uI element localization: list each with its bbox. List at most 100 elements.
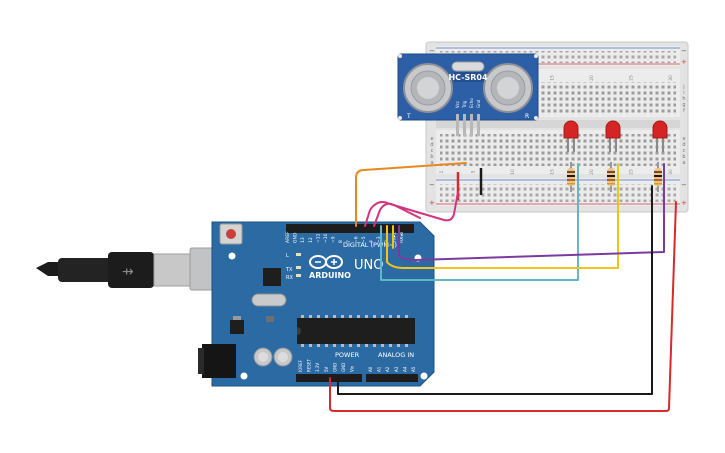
wire-yellow[interactable] xyxy=(386,163,619,269)
row-letter: e xyxy=(682,136,685,142)
column-number: 5 xyxy=(471,170,477,173)
analog-pin-label: A0 xyxy=(368,366,373,372)
chip-pin xyxy=(365,315,368,318)
status-led-label: L xyxy=(286,253,289,259)
led-1[interactable] xyxy=(563,120,579,152)
chip-pin xyxy=(397,315,400,318)
chip-pin xyxy=(341,344,344,347)
chip-pin xyxy=(357,315,360,318)
chip-pin xyxy=(381,315,384,318)
column-number: 30 xyxy=(668,75,674,81)
wire-purple[interactable] xyxy=(398,163,665,261)
analog-pin-label: A5 xyxy=(411,366,416,372)
digital-pin-label: ~10 xyxy=(323,233,329,243)
digital-pin-label: ~11 xyxy=(315,233,321,243)
reset-button[interactable] xyxy=(219,223,243,245)
transmitter-transducer xyxy=(403,63,453,113)
chip-pin xyxy=(389,315,392,318)
svg-text:+: + xyxy=(681,199,687,207)
chip-pin xyxy=(349,344,352,347)
chip-pin xyxy=(317,315,320,318)
voltage-regulator xyxy=(230,320,244,334)
arduino-brand-label: ARDUINO xyxy=(309,271,351,280)
arduino-logo xyxy=(309,255,343,269)
chip-pin xyxy=(373,344,376,347)
capacitor-2 xyxy=(273,347,293,367)
chip-pin xyxy=(325,315,328,318)
chip-pin xyxy=(397,344,400,347)
receiver-transducer xyxy=(483,63,533,113)
resistor-3[interactable] xyxy=(654,162,662,192)
chip-pin xyxy=(381,344,384,347)
chip-pin xyxy=(309,344,312,347)
digital-pin-label: TX▸1 xyxy=(391,232,397,244)
led-3[interactable] xyxy=(652,120,668,152)
column-number: 1 xyxy=(439,170,445,173)
digital-pin-label: 13 xyxy=(300,237,306,243)
digital-header-label: DIGITAL (PWM~) xyxy=(343,241,397,249)
wire-cyan[interactable] xyxy=(380,163,579,281)
usb-cable[interactable]: ⇸ xyxy=(36,247,241,291)
analog-header-label: ANALOG IN xyxy=(378,351,414,359)
analog-pin-label: A3 xyxy=(394,366,399,372)
column-number: 20 xyxy=(589,75,595,81)
sensor-pin-label: Echo xyxy=(469,98,474,108)
wire-orange[interactable] xyxy=(355,162,467,227)
analog-pin-label: A4 xyxy=(402,366,407,372)
digital-header[interactable] xyxy=(286,224,414,233)
resistor-1[interactable] xyxy=(567,162,575,192)
chip-pin xyxy=(365,344,368,347)
chip-pin xyxy=(405,315,408,318)
crystal-oscillator xyxy=(451,61,485,72)
column-number: 30 xyxy=(668,169,674,175)
sensor-pins[interactable] xyxy=(456,114,480,136)
chip-pin xyxy=(405,344,408,347)
chip-pin xyxy=(373,315,376,318)
dc-power-jack[interactable] xyxy=(202,344,236,378)
wire-black[interactable] xyxy=(337,185,653,395)
capacitor-1 xyxy=(253,347,273,367)
sensor-pin-label: Gnd xyxy=(476,99,481,108)
led-2[interactable] xyxy=(605,120,621,152)
svg-text:+: + xyxy=(681,58,687,66)
power-pin-label: GND xyxy=(332,363,337,372)
wire-pink[interactable] xyxy=(364,191,459,227)
digital-pin-label: ~9 xyxy=(331,236,337,243)
row-letter: a xyxy=(430,160,433,166)
row-letter: b xyxy=(682,154,685,160)
board-crystal xyxy=(251,293,287,307)
analog-pin-label: A1 xyxy=(377,366,382,372)
chip-pin xyxy=(325,344,328,347)
digital-pin-label: 8 xyxy=(338,240,344,243)
row-letter: b xyxy=(430,154,433,160)
status-led-label: TX xyxy=(285,267,293,273)
chip-pin xyxy=(341,315,344,318)
chip-pin xyxy=(389,344,392,347)
receive-letter: R xyxy=(525,113,529,120)
sensor-model-label: HC-SR04 xyxy=(448,73,488,82)
resistor-2[interactable] xyxy=(607,162,615,192)
power-pin-label: GND xyxy=(341,363,346,372)
arduino-model-label: UNO xyxy=(354,258,383,273)
sensor-pin-label: Vcc xyxy=(455,101,460,108)
row-letter: c xyxy=(683,148,686,154)
chip-pin xyxy=(357,344,360,347)
power-pin-label: 3.3V xyxy=(315,363,320,372)
svg-text:−: − xyxy=(429,181,435,189)
chip-pin xyxy=(333,344,336,347)
atmega-chip xyxy=(297,315,415,347)
row-letter: a xyxy=(682,160,685,166)
digital-pin-label: RX◂0 xyxy=(399,232,405,243)
column-number: 15 xyxy=(550,75,556,81)
wire-pink-2[interactable] xyxy=(373,202,421,227)
power-pin-label: 5V xyxy=(324,366,329,372)
wire-red[interactable] xyxy=(329,201,677,412)
chip-pin xyxy=(349,315,352,318)
digital-pin-label: ~6 xyxy=(353,236,359,243)
analog-header[interactable] xyxy=(366,374,418,382)
row-letter: g xyxy=(682,102,685,108)
chip-pin xyxy=(309,315,312,318)
chip-pin xyxy=(301,344,304,347)
